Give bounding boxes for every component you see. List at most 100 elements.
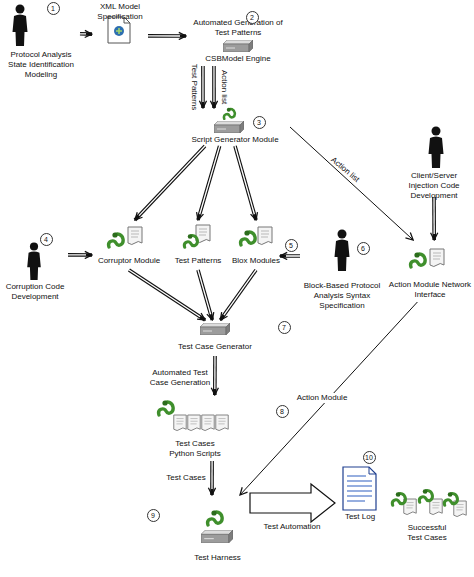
flow-arrow	[198, 146, 220, 220]
python-icon	[241, 230, 255, 245]
module-node: Script Generator Module	[180, 108, 290, 146]
flow-arrow	[201, 66, 205, 108]
edge-inner-line	[235, 146, 254, 214]
actor: Protocol Analysis State Identification M…	[2, 2, 80, 76]
python-icon	[208, 510, 222, 525]
edge-inner-line	[433, 197, 434, 234]
python-icon	[224, 108, 235, 119]
script-icon	[188, 415, 200, 431]
callout-number: 6	[357, 242, 370, 255]
edge-inner-line	[129, 270, 200, 317]
document-node: XML Model Specification	[92, 2, 148, 46]
module-node: Corruptor Module	[92, 220, 166, 270]
node-label: Test Case Generator	[170, 342, 260, 352]
node-label: Protocol Analysis State Identification M…	[2, 50, 80, 80]
node-label: XML Model Specification	[92, 2, 148, 22]
module-node: Test Case Generator	[170, 320, 260, 356]
module-node: Test Harness	[185, 495, 250, 565]
callout-number: 8	[276, 405, 289, 418]
module-icon	[200, 323, 230, 335]
script-icon	[216, 415, 228, 431]
node-label: Test Log	[335, 512, 385, 522]
node-label: Test Patterns	[168, 256, 228, 266]
flow-arrow	[290, 127, 413, 240]
script-icon	[128, 227, 142, 245]
module-icon	[201, 530, 233, 543]
python-icon	[184, 234, 197, 247]
flow-arrow	[135, 146, 205, 220]
flow-arrow	[212, 66, 216, 108]
flow-arrow	[220, 270, 256, 320]
edge-inner-line	[198, 270, 211, 314]
module-node: Blox Modules	[232, 220, 280, 270]
person-icon	[13, 5, 28, 47]
flow-arrow	[280, 254, 300, 258]
python-icon	[392, 492, 405, 505]
node-heading: Automated Generation of Test Patterns	[188, 18, 288, 38]
actor: Client/Server Injection Code Development	[396, 125, 472, 197]
script-node: Test Cases Python Scripts	[150, 395, 240, 461]
log-document-icon	[343, 467, 376, 510]
engine-node: Automated Generation of Test PatternsCSB…	[186, 16, 290, 66]
edge-inner-line	[211, 461, 212, 489]
edge-inner-line	[202, 66, 203, 102]
script-node: Successful Test Cases	[385, 485, 470, 545]
node-label: Action Module Network Interface	[388, 280, 472, 300]
node-label: Block-Based Protocol Analysis Syntax Spe…	[300, 281, 384, 311]
edge-inner-line	[224, 270, 256, 315]
person-icon	[429, 127, 444, 169]
edge-label: Test Automation	[256, 522, 328, 532]
node-label: Corruption Code Development	[2, 282, 68, 302]
person-icon	[335, 230, 350, 272]
actor: Block-Based Protocol Analysis Syntax Spe…	[300, 225, 384, 307]
module-node: Action Module Network Interface	[388, 240, 472, 302]
flow-arrow	[198, 270, 212, 320]
module-icon	[214, 121, 244, 133]
callout-number: 2	[246, 11, 259, 24]
flow-arrow	[148, 34, 186, 38]
flow-arrow	[432, 197, 436, 240]
flow-arrow	[213, 356, 217, 395]
node-label: Client/Server Injection Code Development	[399, 171, 469, 201]
python-icon	[159, 400, 173, 415]
node-label: Test Cases Python Scripts	[165, 439, 225, 459]
script-icon	[174, 415, 186, 431]
node-label: CSBModel Engine	[186, 54, 290, 64]
python-icon	[109, 232, 123, 247]
python-icon	[444, 492, 457, 505]
edge-label: Test Cases	[162, 473, 210, 483]
edge-label: Action list	[323, 150, 368, 190]
edge-label: Automated Test Case Generation	[145, 368, 215, 388]
node-label: Successful Test Cases	[402, 523, 452, 543]
callout-number: 9	[147, 509, 160, 522]
flow-arrow	[80, 32, 92, 36]
edge-inner-line	[286, 255, 300, 256]
script-icon	[430, 499, 442, 515]
node-label: Corruptor Module	[92, 256, 166, 266]
flow-arrow	[210, 461, 214, 495]
node-label: Script Generator Module	[180, 135, 290, 145]
edge-inner-line	[139, 146, 205, 216]
flow-arrow	[68, 253, 92, 257]
node-label: Blox Modules	[228, 256, 284, 266]
edge-label: Action list	[219, 62, 229, 112]
flow-arrow	[240, 302, 417, 495]
callout-number: 1	[47, 2, 60, 15]
callout-number: 7	[278, 321, 291, 334]
callout-number: 4	[40, 233, 53, 246]
script-icon	[430, 249, 444, 267]
flow-arrow	[129, 270, 205, 320]
edge-inner-line	[200, 146, 220, 214]
callout-number: 5	[285, 239, 298, 252]
edge-label: Test Patterns	[189, 57, 199, 117]
flow-arrow	[235, 146, 256, 220]
edge-inner-line	[148, 35, 180, 36]
engine-icon	[223, 40, 253, 52]
python-icon	[419, 489, 432, 502]
callout-number: 10	[363, 451, 376, 464]
callout-number: 3	[253, 116, 266, 129]
module-node: Test Patterns	[168, 220, 228, 270]
edge-inner-line	[68, 254, 86, 255]
python-icon	[411, 252, 425, 267]
actor: Corruption Code Development	[2, 240, 68, 302]
